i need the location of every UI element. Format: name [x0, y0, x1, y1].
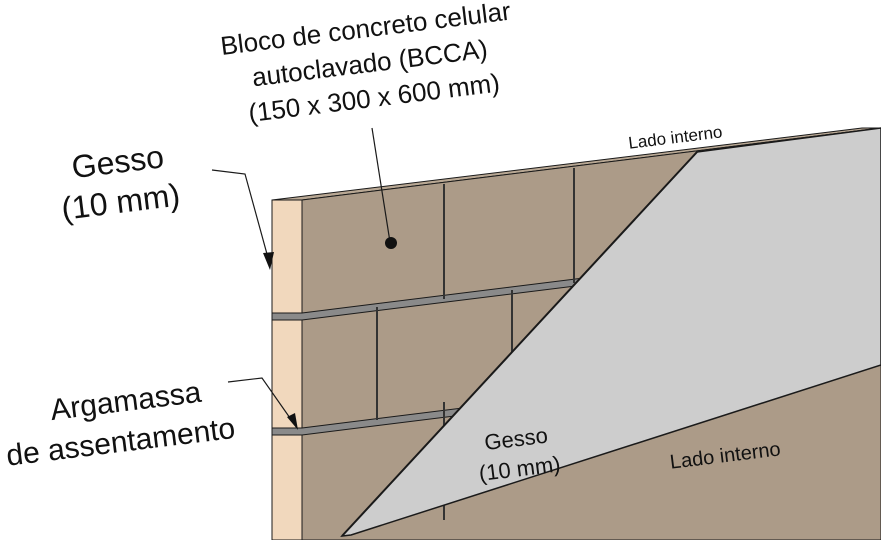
block-leader-dot: [385, 237, 397, 249]
plaster-left-label: Gesso (10 mm): [59, 138, 182, 227]
plaster-left-label-line-1: Gesso: [70, 138, 166, 185]
plaster-sheet-edge: [341, 151, 698, 537]
mortar-label: Argamassa de assentamento: [5, 376, 237, 473]
leader-lines: [211, 127, 391, 429]
plaster-leader-arrowhead: [263, 252, 274, 270]
plaster-leader-line: [211, 169, 271, 266]
mortar-label-line-2: de assentamento: [5, 412, 237, 473]
mortar-leader-line: [227, 377, 298, 429]
plaster-edge-left: [271, 199, 303, 540]
block-leader-line: [371, 127, 391, 243]
mortar-leader-arrowhead: [287, 413, 298, 430]
block-label: Bloco de concreto celular autoclavado (B…: [219, 0, 513, 128]
